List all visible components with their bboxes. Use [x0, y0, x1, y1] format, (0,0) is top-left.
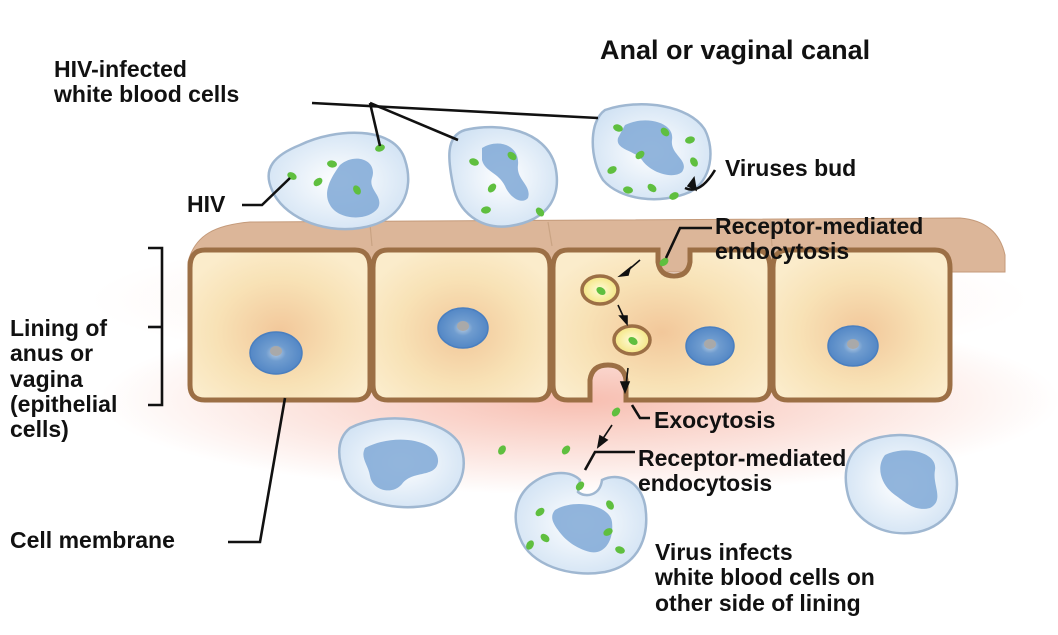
label-receptor-mediated-endocytosis-bottom: Receptor-mediated endocytosis	[638, 445, 847, 497]
label-virus-infects: Virus infects white blood cells on other…	[655, 539, 875, 616]
white-blood-cell-bottom-3	[844, 433, 959, 535]
surface-divider-3	[769, 219, 773, 247]
label-lining: Lining of anus or vagina (epithelial cel…	[10, 315, 118, 443]
label-hiv-infected-cells: HIV-infected white blood cells	[54, 56, 240, 108]
cell-nucleus	[457, 321, 469, 331]
surface-divider-2	[547, 221, 553, 247]
surface-divider-1	[369, 223, 373, 247]
label-cell-membrane: Cell membrane	[10, 527, 175, 553]
epithelial-cell-4	[770, 247, 953, 403]
virus-particles	[287, 124, 698, 554]
white-blood-cell-bottom-2	[514, 471, 648, 575]
label-viruses-bud: Viruses bud	[725, 155, 857, 181]
exocytic-vesicle	[612, 324, 652, 356]
label-exocytosis: Exocytosis	[654, 407, 776, 433]
white-blood-cell-bottom-1	[338, 417, 465, 509]
cell-nucleus	[704, 339, 716, 349]
epithelial-cell-3	[550, 247, 773, 403]
label-receptor-mediated-endocytosis-top: Receptor-mediated endocytosis	[715, 213, 924, 265]
diagram-title: Anal or vaginal canal	[600, 35, 871, 65]
process-arrows	[596, 176, 698, 449]
label-hiv: HIV	[187, 191, 226, 217]
cell-nucleus	[270, 346, 282, 356]
cell-nucleus	[847, 339, 859, 349]
endocytic-vesicle	[580, 274, 620, 306]
white-blood-cell-top-1	[267, 131, 410, 231]
epithelial-cell-1	[187, 247, 373, 403]
leader-lines	[148, 101, 717, 544]
white-blood-cell-top-2	[448, 125, 559, 228]
